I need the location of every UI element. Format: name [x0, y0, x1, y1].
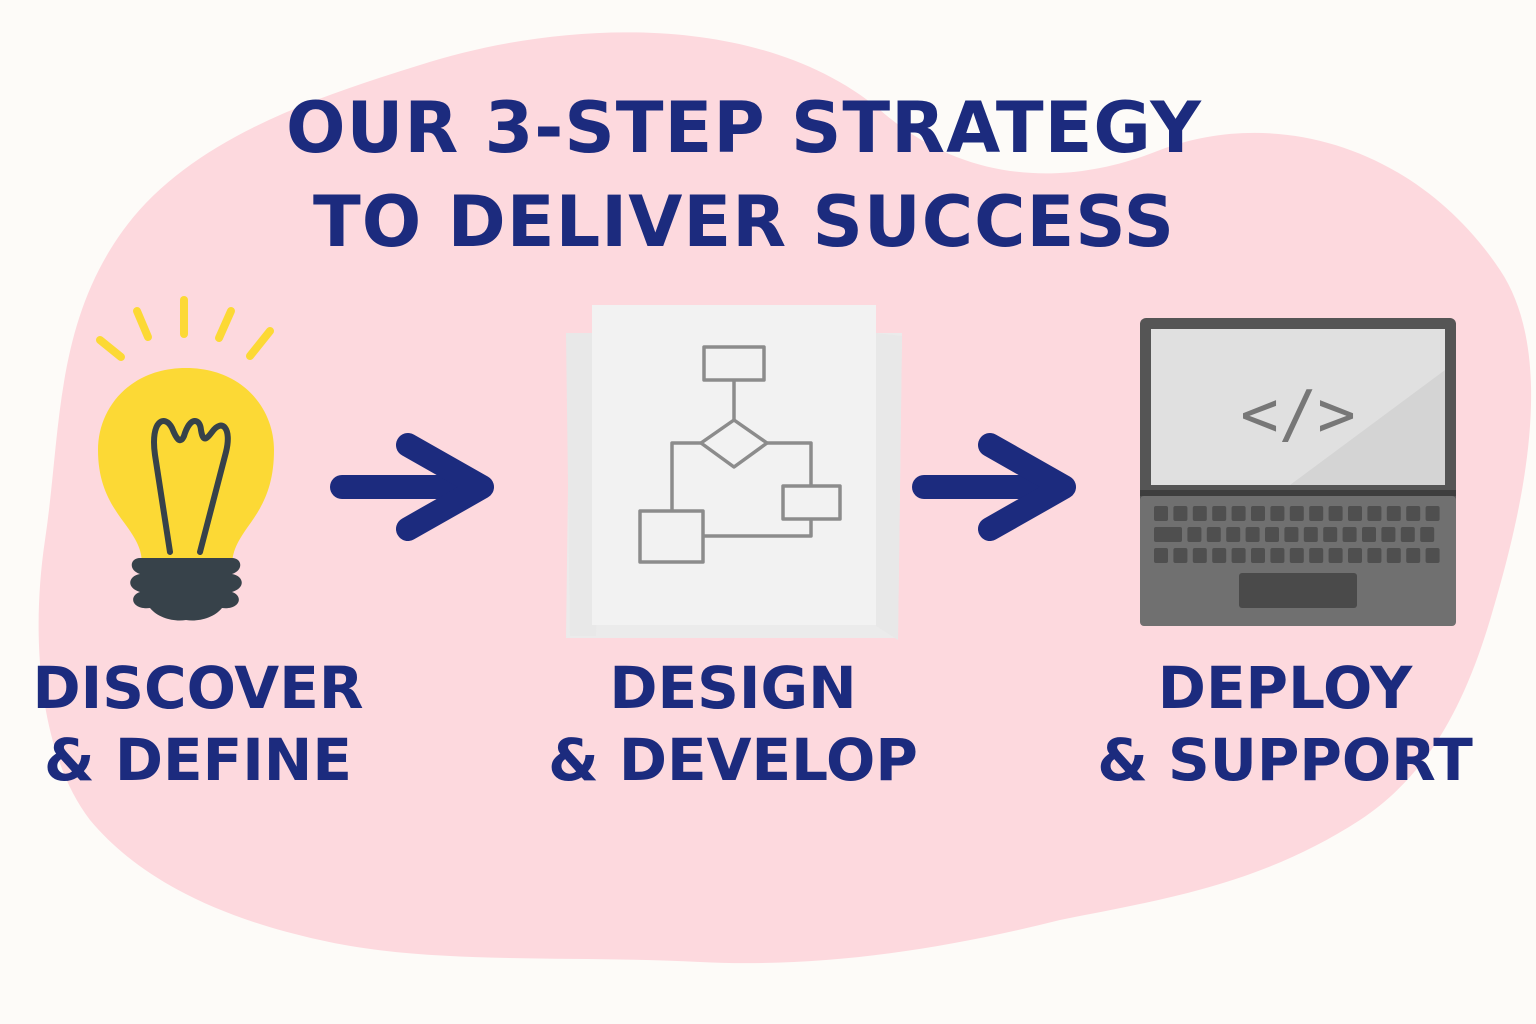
- keyboard-key: [1270, 506, 1285, 521]
- keyboard-key: [1212, 506, 1227, 521]
- step-label-discover: DISCOVER & DEFINE: [33, 654, 364, 794]
- keyboard-key: [1386, 506, 1401, 521]
- keyboard-key: [1173, 548, 1188, 563]
- page-title: OUR 3-STEP STRATEGY TO DELIVER SUCCESS: [286, 87, 1202, 263]
- flowchart-icon: [566, 305, 902, 640]
- keyboard-key: [1154, 548, 1168, 563]
- step-2-line-2: & DEVELOP: [548, 726, 918, 794]
- step-label-deploy: DEPLOY & SUPPORT: [1097, 654, 1473, 794]
- keyboard-key: [1323, 527, 1338, 542]
- laptop-code-icon: </>: [1140, 318, 1456, 626]
- keyboard-key: [1328, 506, 1343, 521]
- keyboard-key: [1245, 527, 1260, 542]
- keyboard-key: [1406, 548, 1421, 563]
- keyboard-key: [1212, 548, 1227, 563]
- keyboard-key: [1231, 548, 1246, 563]
- keyboard-key: [1192, 548, 1207, 563]
- keyboard-key: [1309, 506, 1324, 521]
- keyboard-key: [1328, 548, 1343, 563]
- step-label-design: DESIGN & DEVELOP: [548, 654, 918, 794]
- keyboard-key: [1381, 527, 1396, 542]
- keyboard-key: [1226, 527, 1241, 542]
- keyboard-key: [1362, 527, 1376, 542]
- step-3-line-1: DEPLOY: [1158, 654, 1413, 722]
- keyboard-key: [1192, 506, 1207, 521]
- keyboard-key: [1400, 527, 1415, 542]
- keyboard-key: [1206, 527, 1221, 542]
- title-line-1: OUR 3-STEP STRATEGY: [286, 87, 1202, 169]
- trackpad: [1239, 573, 1357, 608]
- keyboard-key: [1251, 506, 1265, 521]
- title-line-2: TO DELIVER SUCCESS: [313, 181, 1175, 263]
- keyboard-key: [1420, 527, 1435, 542]
- lightbulb-icon: [96, 296, 274, 621]
- keyboard-key: [1154, 527, 1182, 542]
- keyboard-key: [1231, 506, 1246, 521]
- keyboard-key: [1289, 506, 1304, 521]
- keyboard-key: [1270, 548, 1285, 563]
- step-1-line-2: & DEFINE: [44, 726, 352, 794]
- keyboard-key: [1284, 527, 1299, 542]
- keyboard-key: [1173, 506, 1188, 521]
- keyboard-key: [1265, 527, 1279, 542]
- keyboard-key: [1289, 548, 1304, 563]
- keyboard-key: [1386, 548, 1401, 563]
- keyboard-key: [1187, 527, 1202, 542]
- keyboard-key: [1406, 506, 1421, 521]
- keyboard-key: [1303, 527, 1318, 542]
- step-1-line-1: DISCOVER: [33, 654, 364, 722]
- keyboard-key: [1342, 527, 1357, 542]
- keyboard-key: [1348, 506, 1362, 521]
- keyboard-key: [1251, 548, 1265, 563]
- arrow-right-icon: [912, 433, 1076, 541]
- arrow-right-icon: [330, 433, 494, 541]
- keyboard-key: [1154, 506, 1168, 521]
- keyboard-key: [1367, 506, 1382, 521]
- code-glyph: </>: [1240, 378, 1356, 452]
- step-3-line-2: & SUPPORT: [1097, 726, 1473, 794]
- keyboard-key: [1367, 548, 1382, 563]
- keyboard-key: [1348, 548, 1362, 563]
- keyboard: [1154, 506, 1440, 563]
- keyboard-key: [1425, 548, 1440, 563]
- keyboard-key: [1309, 548, 1324, 563]
- keyboard-key: [1425, 506, 1440, 521]
- step-2-line-1: DESIGN: [609, 654, 856, 722]
